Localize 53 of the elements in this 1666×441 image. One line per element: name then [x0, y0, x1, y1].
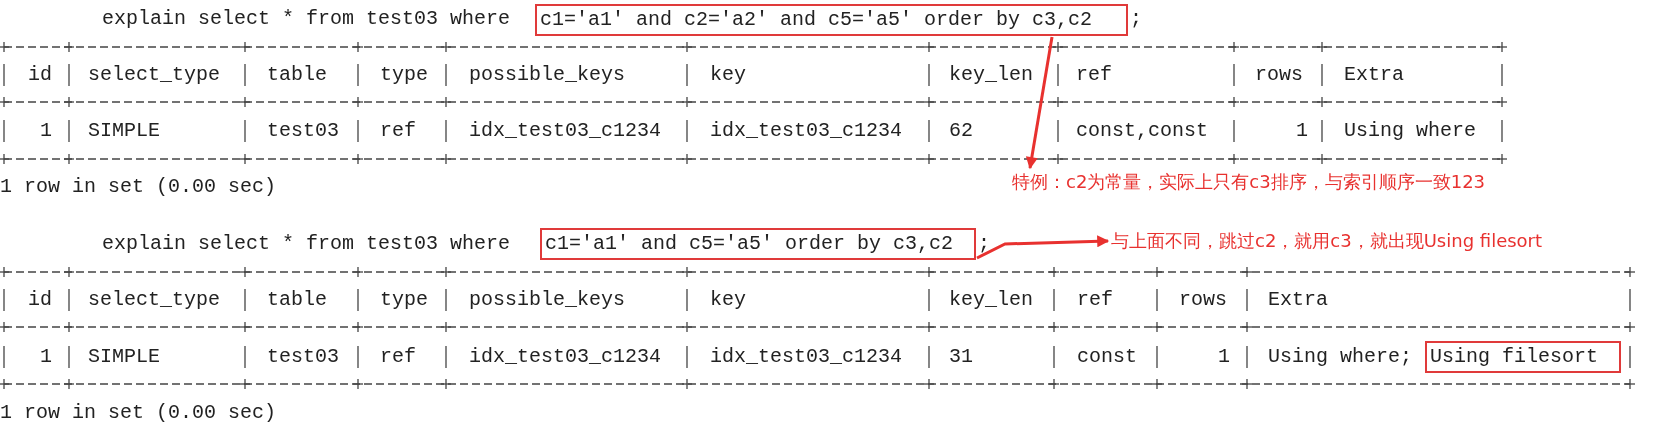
header-cell: key_len	[949, 288, 1033, 312]
query-text: explain select * from test03 where	[102, 232, 511, 256]
header-cell: id	[28, 63, 52, 87]
table-cell: ref	[380, 119, 416, 143]
header-cell: rows	[1255, 63, 1303, 87]
header-cell: table	[267, 63, 327, 87]
table-cell: Using where;	[1268, 345, 1413, 369]
header-cell: possible_keys	[469, 288, 626, 312]
highlight-box: Using filesort	[1425, 341, 1621, 373]
header-cell: Extra	[1268, 288, 1328, 312]
table-cell: 1	[40, 345, 52, 369]
result-text: 1 row in set (0.00 sec)	[0, 401, 277, 425]
table-cell: test03	[267, 119, 339, 143]
table-cell: ref	[380, 345, 416, 369]
table-cell: 31	[949, 345, 973, 369]
table-cell: const	[1077, 345, 1137, 369]
header-cell: type	[380, 288, 428, 312]
annotation-text: 与上面不同，跳过c2，就用c3，就出现Using filesort	[1111, 229, 1543, 253]
header-cell: type	[380, 63, 428, 87]
header-cell: possible_keys	[469, 63, 626, 87]
annotation-text: 特例：c2为常量，实际上只有c3排序，与索引顺序一致123	[1012, 170, 1486, 194]
table-cell: idx_test03_c1234	[469, 345, 662, 369]
highlight-box: c1='a1' and c2='a2' and c5='a5' order by c3,c2	[535, 4, 1128, 36]
header-cell: key	[710, 63, 746, 87]
result-text: 1 row in set (0.00 sec)	[0, 175, 277, 199]
table-cell: 1	[40, 119, 52, 143]
highlight-box: c1='a1' and c5='a5' order by c3,c2	[540, 228, 976, 260]
table-cell: 62	[949, 119, 973, 143]
arrow	[1025, 36, 1054, 170]
header-cell: key_len	[949, 63, 1033, 87]
header-cell: ref	[1077, 288, 1113, 312]
table-cell: SIMPLE	[88, 119, 160, 143]
header-cell: id	[28, 288, 52, 312]
header-cell: select_type	[88, 288, 221, 312]
table-cell: idx_test03_c1234	[710, 345, 903, 369]
table-cell: 1	[1296, 119, 1308, 143]
table-cell: 1	[1218, 345, 1230, 369]
header-cell: ref	[1076, 63, 1112, 87]
table-cell: const,const	[1076, 119, 1209, 143]
table-cell: idx_test03_c1234	[469, 119, 662, 143]
arrow	[976, 235, 1110, 260]
table-cell: Using where	[1344, 119, 1477, 143]
query-text: ;	[1130, 7, 1142, 31]
table-cell: idx_test03_c1234	[710, 119, 903, 143]
header-cell: table	[267, 288, 327, 312]
table-cell: SIMPLE	[88, 345, 160, 369]
query-text: explain select * from test03 where	[102, 7, 511, 31]
header-cell: Extra	[1344, 63, 1404, 87]
header-cell: select_type	[88, 63, 221, 87]
header-cell: key	[710, 288, 746, 312]
table-cell: test03	[267, 345, 339, 369]
header-cell: rows	[1179, 288, 1227, 312]
query-text: ;	[978, 232, 990, 256]
